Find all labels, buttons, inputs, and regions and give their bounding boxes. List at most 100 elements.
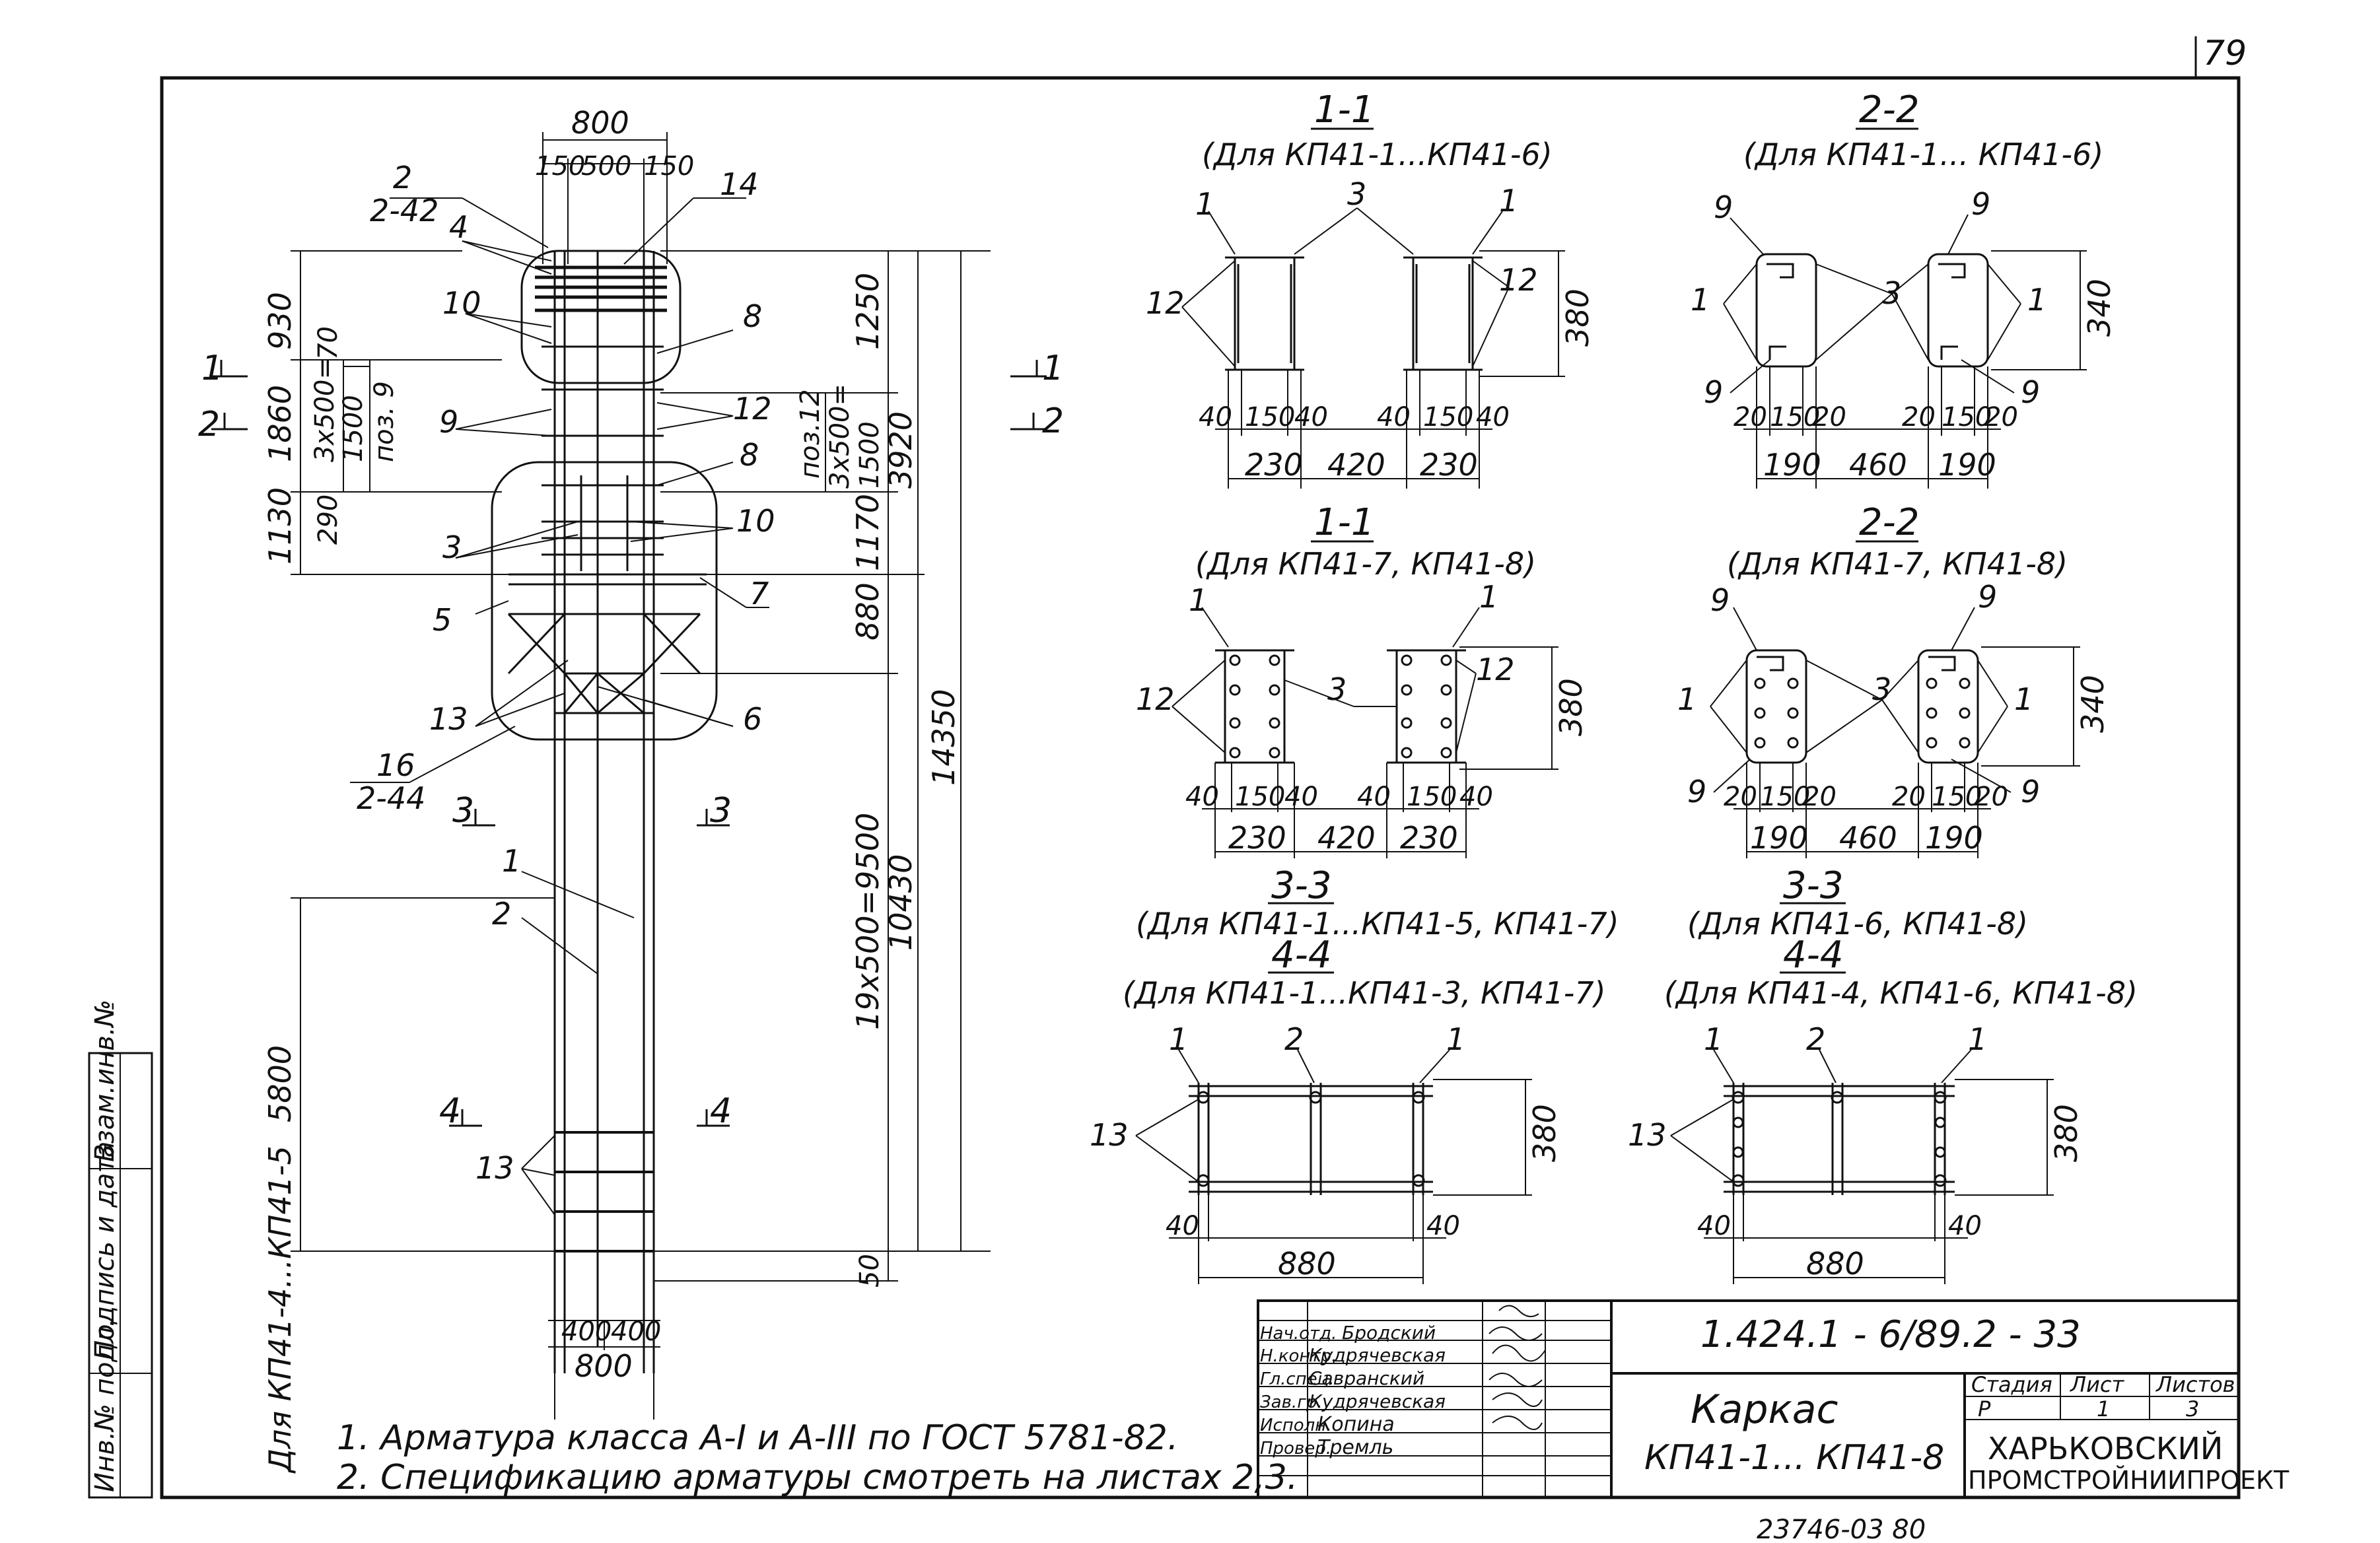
- dim-150: 150: [1942, 402, 1992, 432]
- callout-8a: 8: [743, 298, 762, 334]
- signatory-role: Н.контр.: [1260, 1346, 1337, 1366]
- section-4-4-title: 4-4: [1271, 934, 1331, 977]
- dim-40: 40: [1284, 782, 1318, 812]
- callout-1: 1: [502, 843, 521, 879]
- callout-5: 5: [433, 602, 452, 638]
- dim-40: 40: [1185, 782, 1219, 812]
- dim-bottom-400a: 400: [561, 1317, 612, 1347]
- signatory-role: Гл.спец.: [1260, 1369, 1335, 1389]
- dim-20: 20: [1984, 402, 2018, 432]
- note-2: 2. Спецификацию арматуры смотреть на лис…: [337, 1458, 1298, 1497]
- section-mark-3-right: 3: [710, 791, 732, 831]
- label-1b: 1: [2014, 681, 2033, 717]
- callout-16: 16: [376, 747, 415, 783]
- section-title: 1-1: [1314, 88, 1374, 131]
- document-code: 1.424.1 - 6/89.2 - 33: [1700, 1313, 2081, 1356]
- sheet-frame: [160, 76, 2241, 1499]
- callout-8b: 8: [740, 437, 759, 473]
- title-block: Нач.отд. Бродский Н.контр. Кудрячевская …: [1257, 1299, 2290, 1499]
- dim-150: 150: [1407, 782, 1457, 812]
- dim-bottom-400b: 400: [611, 1317, 661, 1347]
- dim-left-1500: 1500: [338, 395, 368, 462]
- dim-40: 40: [1357, 782, 1391, 812]
- organization-line-2: ПРОМСТРОЙНИИПРОЕКТ: [1968, 1466, 2290, 1495]
- dim-880: 880: [1278, 1246, 1336, 1282]
- poz-9: поз. 9: [369, 381, 400, 462]
- dim-150: 150: [1760, 782, 1810, 812]
- note-1: 1. Арматура класса А-I и А-III по ГОСТ 5…: [337, 1418, 1178, 1458]
- callout-3: 3: [442, 530, 462, 565]
- callout-6: 6: [743, 701, 762, 737]
- signatory-name: Савранский: [1309, 1367, 1424, 1389]
- dim-150: 150: [1245, 402, 1295, 432]
- label-3: 3: [1882, 275, 1901, 311]
- label-1b: 1: [2027, 282, 2047, 318]
- label-9b: 9: [1978, 579, 1997, 615]
- dim-460: 460: [1839, 820, 1897, 856]
- dim-40: 40: [1294, 402, 1328, 432]
- dim-20: 20: [1803, 782, 1837, 812]
- dim-1250: 1250: [850, 273, 886, 350]
- sheet-corner-number: 79: [2203, 34, 2247, 73]
- label-1b: 1: [1499, 183, 1518, 219]
- label-3: 3: [1327, 671, 1347, 707]
- dim-h-340: 340: [2075, 675, 2111, 733]
- dim-1170: 1170: [850, 494, 886, 571]
- section-3-3-4-4-a: 3-3 (Для КП41-1...КП41-5, КП41-7) 4-4 (Д…: [1090, 864, 1619, 1284]
- dim-230: 230: [1228, 820, 1286, 856]
- stage-value: Р: [1978, 1396, 1991, 1422]
- dim-190: 190: [1925, 820, 1983, 856]
- callout-12: 12: [733, 391, 772, 427]
- dim-40: 40: [1948, 1211, 1982, 1241]
- dim-left-3x500: 3х500=: [310, 357, 340, 462]
- dim-420: 420: [1327, 447, 1385, 483]
- dim-190: 190: [1938, 447, 1996, 483]
- label-13: 13: [1628, 1117, 1667, 1153]
- dim-h-380: 380: [1560, 289, 1595, 347]
- stamp-inv-no: Инв.№ подл.: [90, 1319, 120, 1492]
- dim-290: 290: [313, 495, 343, 545]
- section-title: 2-2: [1859, 88, 1919, 131]
- dim-h-340: 340: [2082, 279, 2117, 337]
- section-1-1-b: 1-1 (Для КП41-7, КП41-8): [1136, 501, 1589, 858]
- label-1a: 1: [1189, 582, 1208, 618]
- stamp-repl-inv: Взам.инв.№: [90, 1000, 120, 1162]
- section-4-4-subtitle: (Для КП41-4, КП41-6, КП41-8): [1664, 975, 2138, 1011]
- dim-150: 150: [1932, 782, 1982, 812]
- label-12b: 12: [1499, 262, 1538, 298]
- section-3-3-title: 3-3: [1783, 864, 1843, 907]
- section-2-2-b: 2-2 (Для КП41-7, КП41-8): [1677, 501, 2111, 858]
- sheet-value: 1: [2097, 1396, 2110, 1422]
- dim-150: 150: [1235, 782, 1285, 812]
- label-12b: 12: [1476, 652, 1515, 687]
- sheets-label: Листов: [2155, 1372, 2235, 1397]
- dim-right-3x500: 3х500=: [825, 384, 855, 489]
- dim-20: 20: [1902, 402, 1936, 432]
- dim-1860: 1860: [262, 385, 298, 462]
- signatory-name: Копина: [1317, 1413, 1395, 1436]
- dim-20: 20: [1975, 782, 2008, 812]
- section-3-3-4-4-b: 3-3 (Для КП41-6, КП41-8) 4-4 (Для КП41-4…: [1628, 864, 2138, 1284]
- dim-right-1500: 1500: [855, 421, 885, 489]
- title-line-2: КП41-1... КП41-8: [1644, 1438, 1944, 1478]
- label-2: 2: [1284, 1021, 1304, 1057]
- dim-150: 150: [1770, 402, 1820, 432]
- section-4-4-subtitle: (Для КП41-1...КП41-3, КП41-7): [1123, 975, 1606, 1011]
- dim-190: 190: [1763, 447, 1821, 483]
- dim-h-380: 380: [2048, 1104, 2084, 1162]
- bottom-code: 23746-03 80: [1757, 1515, 1926, 1543]
- section-title: 2-2: [1859, 501, 1919, 544]
- dim-h-380: 380: [1527, 1104, 1562, 1162]
- sheets-value: 3: [2186, 1396, 2199, 1422]
- section-mark-1-right: 1: [1042, 349, 1064, 388]
- signatory-role: Провер.: [1260, 1439, 1331, 1458]
- dim-10430: 10430: [883, 854, 919, 951]
- stamp-sign-date: Подпись и дата: [90, 1142, 120, 1360]
- label-2: 2: [1806, 1021, 1825, 1057]
- signatory-name: Тремль: [1317, 1436, 1393, 1459]
- section-mark-2-left: 2: [198, 405, 220, 444]
- dim-70: 70: [313, 326, 343, 360]
- dim-40: 40: [1166, 1211, 1199, 1241]
- dim-20: 20: [1724, 782, 1757, 812]
- signatory-name: Кудрячевская: [1309, 1344, 1446, 1366]
